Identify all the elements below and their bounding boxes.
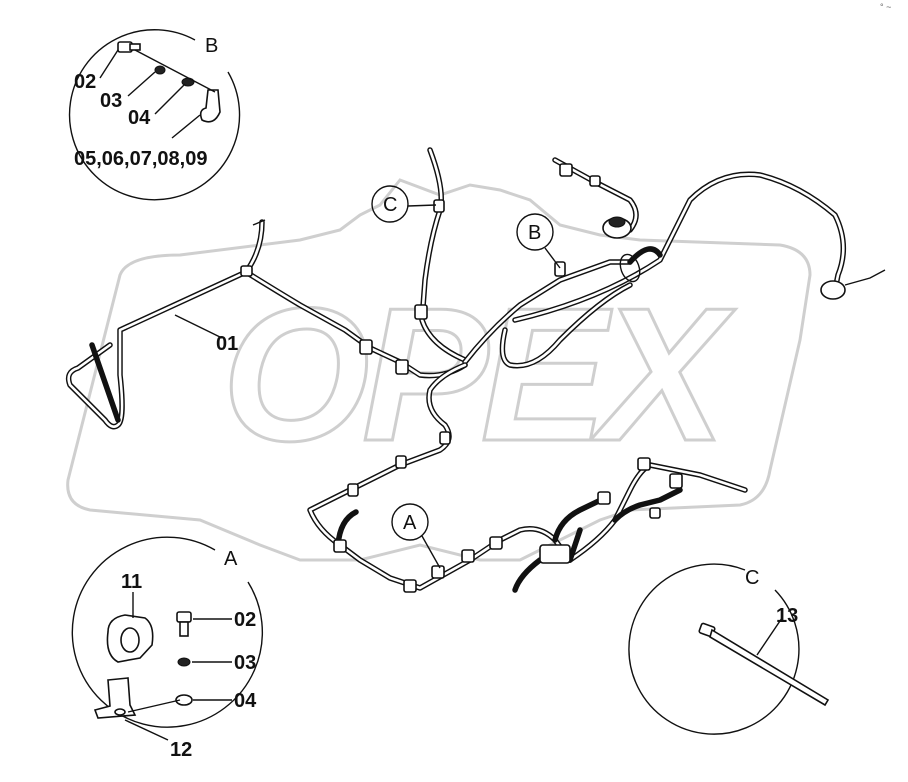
- detail-b-label-04: 04: [128, 107, 151, 129]
- clip-icon: [431, 565, 445, 579]
- detail-b-title: B: [205, 35, 218, 57]
- detail-b-label-03: 03: [100, 90, 122, 112]
- detail-c-title: C: [745, 567, 759, 589]
- callout-c-circle: [371, 185, 409, 223]
- detail-b-marker-icon: [619, 253, 641, 283]
- detail-a-title: A: [224, 548, 238, 570]
- bolt-shank-icon: [179, 621, 189, 637]
- detail-a-circle: [71, 536, 263, 728]
- connector-icon: [669, 473, 683, 489]
- clamp-icon: [199, 89, 221, 123]
- detail-c: C 13: [628, 563, 830, 735]
- clip-icon: [403, 579, 417, 593]
- detail-a-label-11: 11: [121, 571, 142, 593]
- clip-icon: [439, 431, 451, 445]
- bracket-icon: [93, 677, 137, 719]
- connector-icon: [597, 491, 611, 505]
- grommet-icon: [820, 280, 846, 300]
- washer-icon: [177, 657, 191, 667]
- callout-b-label: B: [528, 222, 541, 244]
- clip-icon: [489, 536, 503, 550]
- bolt-shank-icon: [129, 43, 141, 51]
- washer-icon: [154, 65, 166, 75]
- clip-icon: [359, 339, 373, 355]
- clip-icon: [649, 507, 661, 519]
- detail-a-label-03: 03: [234, 652, 256, 674]
- clip-icon: [347, 483, 359, 497]
- corner-mark: ° ~: [880, 2, 891, 12]
- clip-icon: [333, 539, 347, 553]
- main-callouts: 01 C B A: [174, 185, 641, 569]
- clip-icon: [395, 455, 407, 469]
- connector-block-icon: [539, 544, 571, 564]
- flat-washer-icon: [175, 694, 193, 706]
- detail-b-circle: [68, 29, 241, 201]
- detail-b-label-02: 02: [74, 71, 96, 93]
- detail-c-circle: [628, 563, 800, 735]
- wire-end-icon: [252, 219, 266, 226]
- clip-icon: [433, 199, 445, 213]
- grommet-center-icon: [608, 216, 626, 228]
- callout-a-label: A: [403, 512, 417, 534]
- part-label-01: 01: [216, 333, 238, 355]
- clip-icon: [240, 265, 253, 277]
- harness-clips: [240, 163, 886, 593]
- detail-a-label-12: 12: [170, 739, 192, 761]
- clip-icon: [637, 457, 651, 471]
- detail-b-label-05-09: 05,06,07,08,09: [74, 148, 207, 170]
- detail-c-label-13: 13: [776, 605, 798, 627]
- bracket-hole-icon: [114, 708, 126, 716]
- clip-icon: [461, 549, 475, 563]
- opex-watermark: OPEX: [66, 178, 812, 562]
- callout-a-circle: [391, 503, 429, 541]
- watermark-text: OPEX: [222, 269, 736, 481]
- clip-icon: [589, 175, 601, 187]
- connector-icon: [559, 163, 573, 177]
- p-clip-hole-icon: [120, 627, 140, 653]
- harness-01: [65, 147, 846, 593]
- clip-icon: [395, 359, 409, 375]
- detail-a: A 11 02 03 04 12: [71, 536, 263, 761]
- detail-a-label-04: 04: [234, 690, 257, 712]
- detail-a-label-02: 02: [234, 609, 256, 631]
- detail-b: B 02 03 04 05,06,07,08,09: [68, 29, 241, 201]
- clip-icon: [414, 304, 428, 320]
- wire-end-icon: [844, 269, 886, 286]
- callout-c-label: C: [383, 194, 397, 216]
- callout-b-circle: [516, 213, 554, 251]
- bolt-head-icon: [176, 611, 192, 623]
- cable-tie-strap-icon: [709, 628, 830, 707]
